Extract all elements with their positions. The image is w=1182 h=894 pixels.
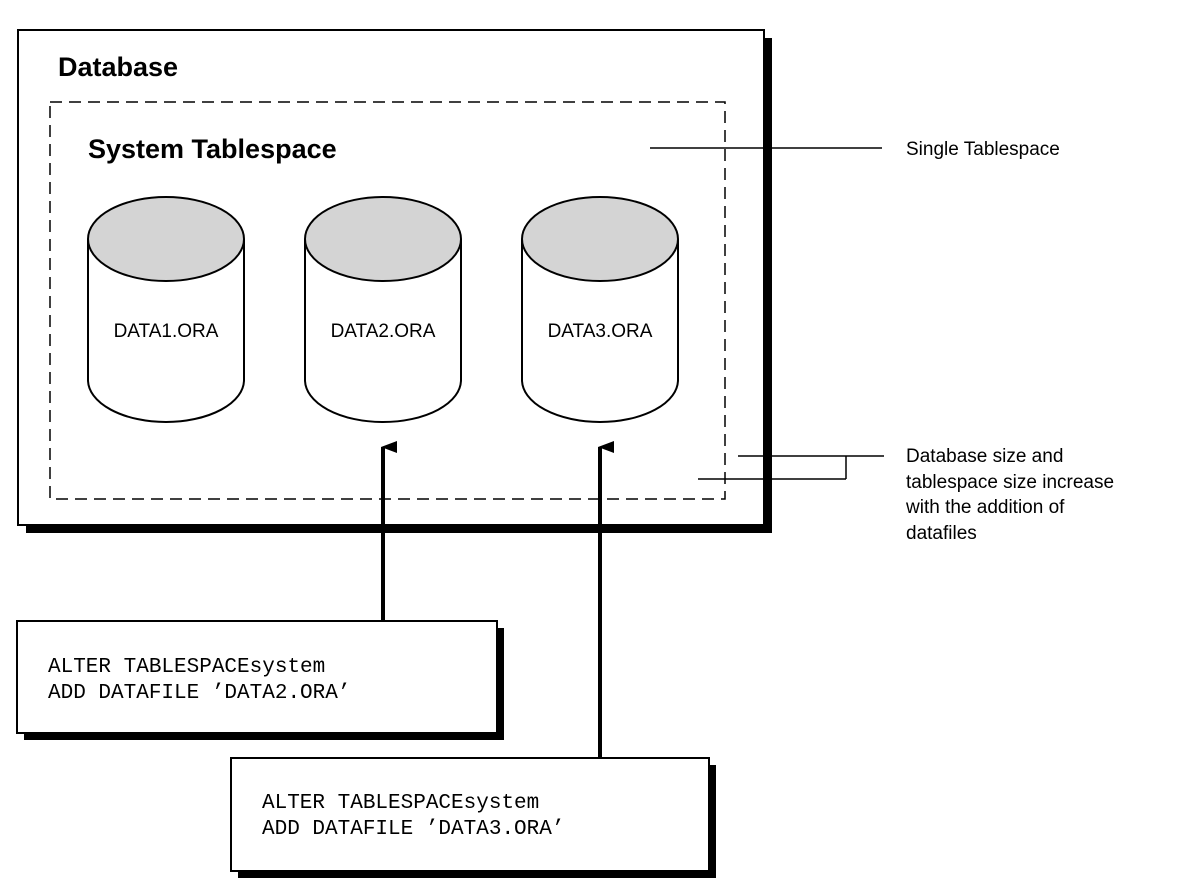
size-increase-note-line: tablespace size increase bbox=[906, 472, 1114, 493]
size-increase-bracket bbox=[698, 455, 884, 480]
command-line: ADD DATAFILE ’DATA3.ORA’ bbox=[262, 818, 564, 841]
single-tablespace-label: Single Tablespace bbox=[906, 139, 1060, 160]
datafile-label: DATA2.ORA bbox=[331, 321, 436, 342]
command-line: ADD DATAFILE ’DATA2.ORA’ bbox=[48, 682, 350, 705]
tablespace-box bbox=[49, 101, 726, 500]
command-box-data3: ALTER TABLESPACEsystem ADD DATAFILE ’DAT… bbox=[230, 757, 716, 878]
tablespace-title: System Tablespace bbox=[88, 134, 337, 164]
datafile-label: DATA3.ORA bbox=[548, 321, 653, 342]
size-increase-note: Database size and tablespace size increa… bbox=[905, 446, 1119, 544]
command-text: ALTER TABLESPACEsystem ADD DATAFILE ’DAT… bbox=[48, 656, 350, 705]
size-increase-note-line: Database size and bbox=[906, 446, 1063, 467]
cylinder-top bbox=[87, 196, 245, 282]
command-line: ALTER TABLESPACEsystem bbox=[262, 792, 539, 815]
datafile-cylinder-2: DATA2.ORA bbox=[304, 196, 462, 423]
datafile-cylinder-1: DATA1.ORA bbox=[87, 196, 245, 423]
cylinder-top bbox=[304, 196, 462, 282]
database-title: Database bbox=[58, 52, 178, 82]
datafile-cylinder-3: DATA3.ORA bbox=[521, 196, 679, 423]
cylinder-top bbox=[521, 196, 679, 282]
command-text: ALTER TABLESPACEsystem ADD DATAFILE ’DAT… bbox=[262, 792, 564, 841]
size-increase-note-line: datafiles bbox=[906, 523, 977, 544]
command-box-data2: ALTER TABLESPACEsystem ADD DATAFILE ’DAT… bbox=[16, 620, 504, 740]
command-line: ALTER TABLESPACEsystem bbox=[48, 656, 325, 679]
datafile-label: DATA1.ORA bbox=[114, 321, 219, 342]
size-increase-note-line: with the addition of bbox=[905, 497, 1065, 518]
